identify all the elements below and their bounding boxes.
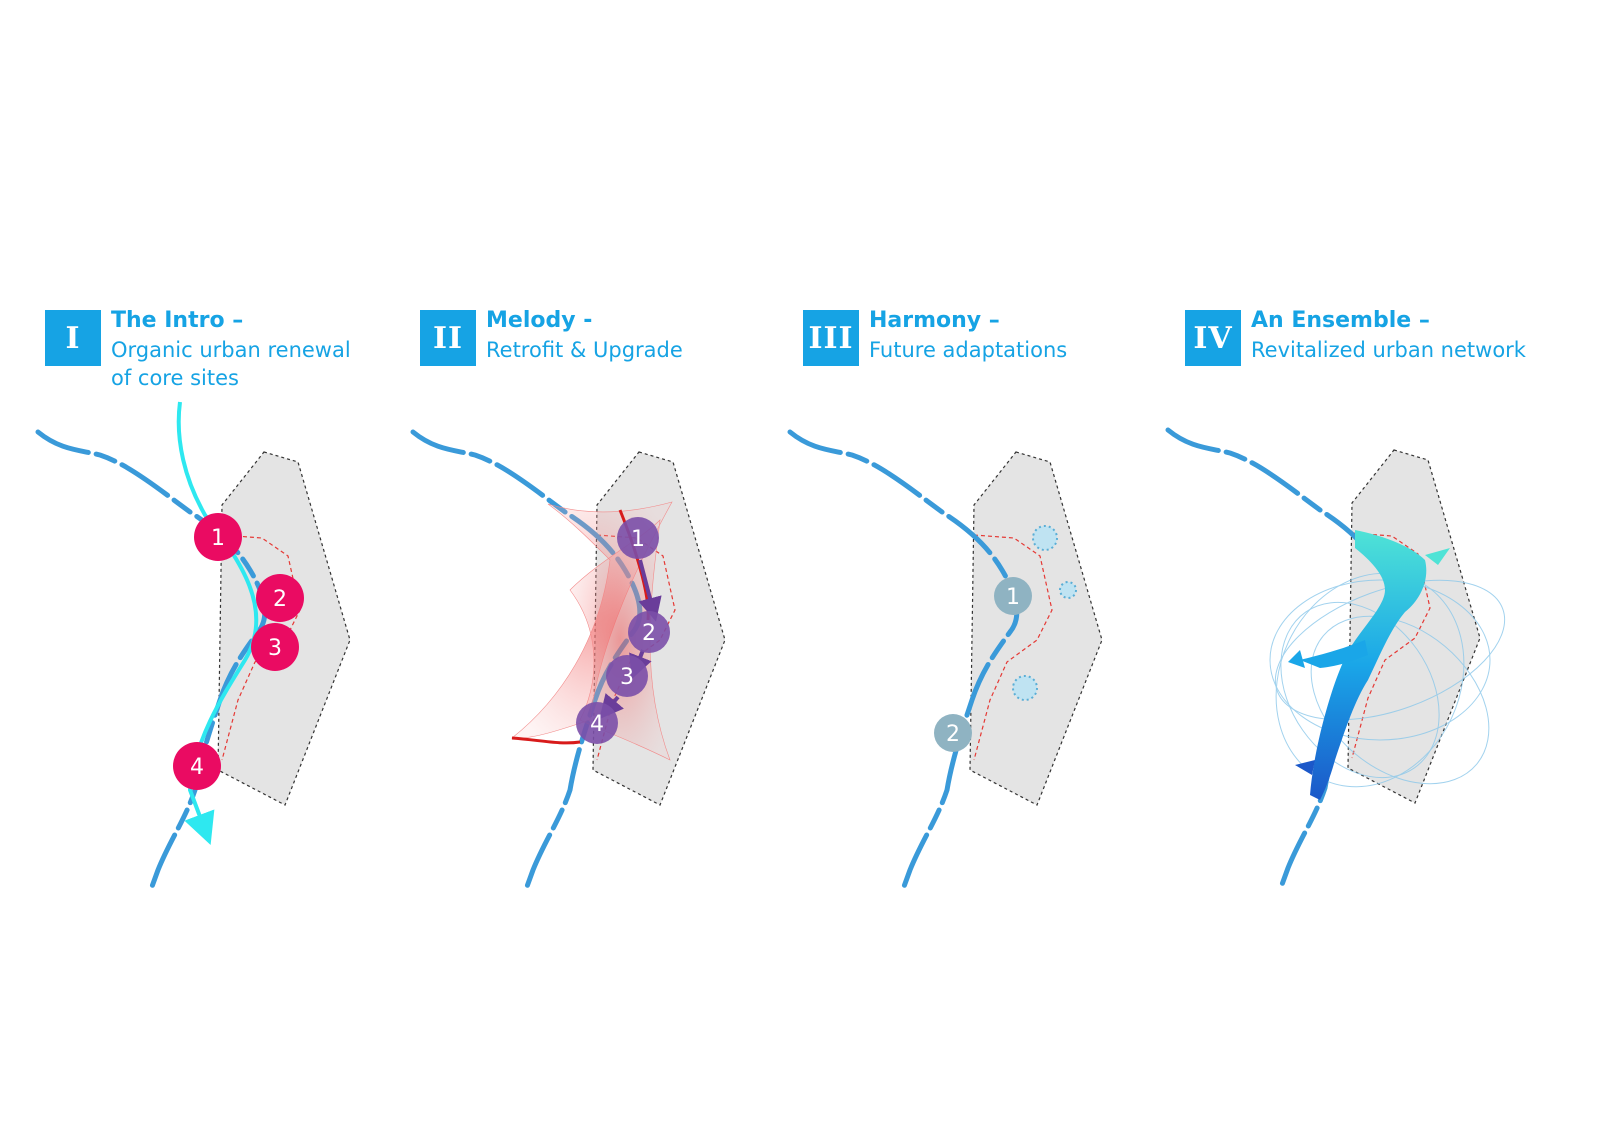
map-intro: 1 2 3 4	[35, 401, 351, 895]
marker-label: 1	[1006, 585, 1020, 610]
marker-label: 2	[642, 621, 656, 646]
future-site-ring	[1032, 525, 1058, 551]
ensemble-branch	[1300, 640, 1368, 668]
marker-label: 2	[273, 587, 287, 612]
marker-4: 4	[173, 742, 221, 790]
marker-label: 4	[590, 712, 604, 737]
marker-label: 3	[620, 665, 634, 690]
numeral-badge: IV	[1185, 310, 1241, 366]
site-boundary	[221, 534, 301, 761]
future-site-ring	[1012, 675, 1038, 701]
marker-4: 4	[576, 702, 618, 744]
site-boundary	[1351, 532, 1431, 759]
subtitle-line: Revitalized urban network	[1251, 338, 1526, 362]
marker-label: 2	[946, 722, 960, 747]
panel-title: Harmony –	[869, 308, 1000, 333]
map-melody: 1 2 3 4	[410, 429, 726, 895]
marker-3: 3	[606, 655, 648, 697]
subtitle-line: Organic urban renewal	[111, 338, 351, 362]
panel-intro: I The Intro – Organic urban renewal of c…	[45, 300, 425, 920]
site-area	[969, 451, 1103, 806]
panel-melody: II Melody - Retrofit & Upgrade	[420, 300, 800, 920]
panel-subtitle: Revitalized urban network	[1251, 336, 1551, 364]
panel-subtitle: Future adaptations	[869, 336, 1169, 364]
subtitle-line: Future adaptations	[869, 338, 1068, 362]
flow-arrow	[176, 401, 259, 845]
connector-arrow	[638, 559, 662, 622]
marker-2: 2	[934, 714, 972, 752]
marker-label: 3	[268, 636, 282, 661]
subtitle-line: Retrofit & Upgrade	[486, 338, 683, 362]
ensemble-arrow	[1295, 760, 1315, 775]
map-ensemble	[1165, 427, 1506, 893]
site-boundary	[973, 534, 1053, 761]
marker-1: 1	[994, 577, 1032, 615]
marker-label: 4	[190, 755, 204, 780]
panel-title: Melody -	[486, 308, 593, 333]
panel-subtitle: Retrofit & Upgrade	[486, 336, 786, 364]
marker-3: 3	[251, 623, 299, 671]
influence-streak	[511, 736, 581, 745]
map-harmony: 1 2	[787, 429, 1103, 895]
marker-2: 2	[628, 611, 670, 653]
ensemble-arrow	[1425, 548, 1450, 565]
panel-title: An Ensemble –	[1251, 308, 1430, 333]
subtitle-line: of core sites	[111, 366, 239, 390]
panel-harmony: III Harmony – Future adaptations	[803, 300, 1183, 920]
marker-label: 1	[211, 526, 225, 551]
marker-2: 2	[256, 574, 304, 622]
panel-ensemble: IV An Ensemble – Revitalized urban netwo…	[1185, 300, 1565, 920]
numeral-badge: I	[45, 310, 101, 366]
marker-1: 1	[194, 513, 242, 561]
marker-label: 1	[631, 527, 645, 552]
future-site-ring	[1059, 581, 1077, 599]
panel-subtitle: Organic urban renewal of core sites	[111, 336, 411, 392]
ensemble-flow	[1310, 530, 1427, 800]
panel-title: The Intro –	[111, 308, 244, 333]
marker-1: 1	[617, 517, 659, 559]
numeral-badge: II	[420, 310, 476, 366]
ensemble-arrow	[1288, 650, 1305, 668]
numeral-badge: III	[803, 310, 859, 366]
